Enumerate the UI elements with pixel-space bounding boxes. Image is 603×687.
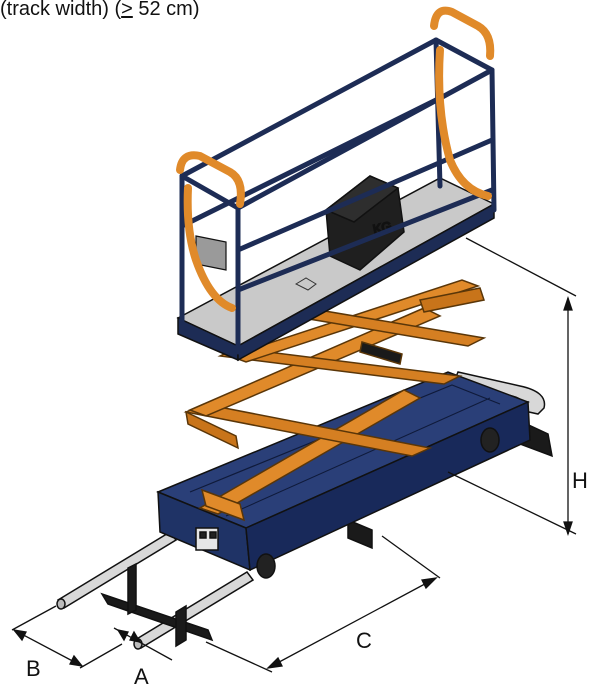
guard-rail-frame: [179, 37, 497, 355]
dimension-label-h: H: [572, 468, 588, 493]
dimension-c: [205, 535, 441, 673]
dimension-label-b: B: [26, 656, 41, 681]
dimension-label-a: A: [134, 664, 149, 687]
orange-gates: [176, 6, 495, 312]
caption-prefix: (track width) (: [0, 0, 122, 20]
dimension-b: [11, 605, 123, 669]
dimension-h: [447, 237, 577, 537]
dimension-label-c: C: [356, 628, 372, 653]
dimension-a: [113, 627, 173, 661]
caption-suffix: 52 cm): [132, 0, 200, 20]
scissor-mechanism: [183, 279, 487, 522]
caption: (track width) (> 52 cm): [0, 0, 200, 21]
outrigger-rails: [56, 518, 373, 650]
caption-symbol: >: [121, 0, 133, 20]
